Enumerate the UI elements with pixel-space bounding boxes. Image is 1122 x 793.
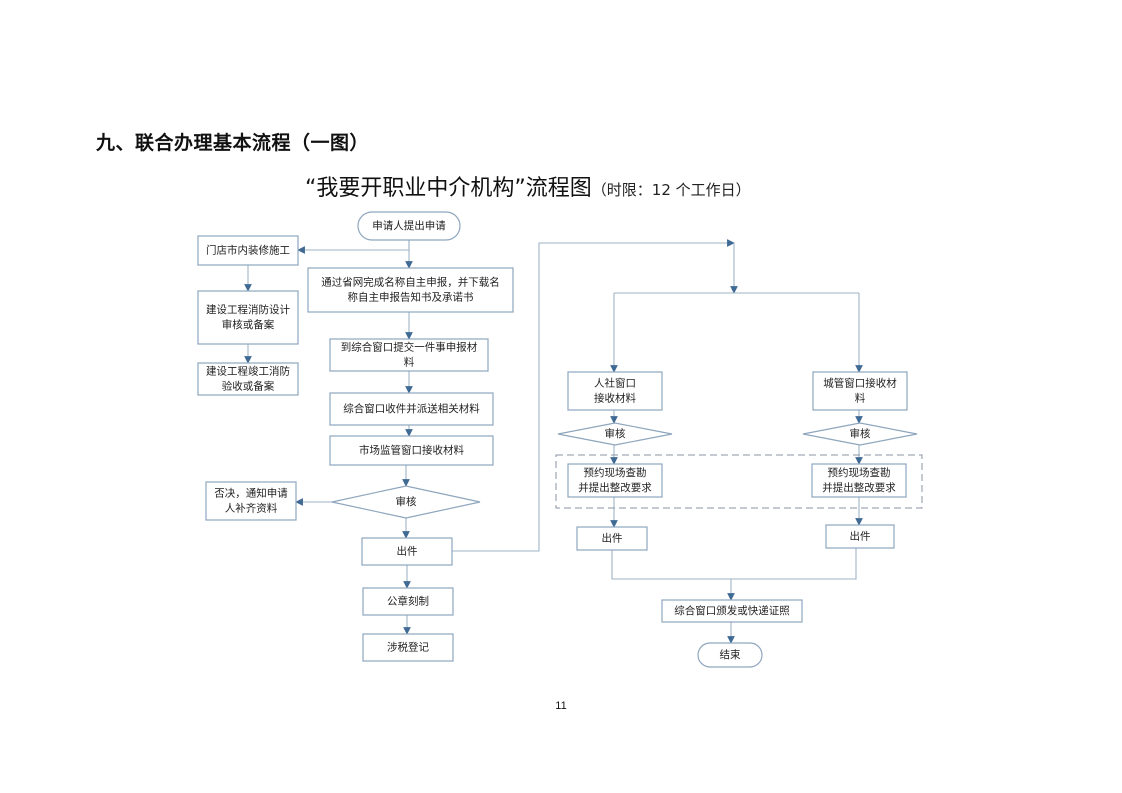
- node-label: 综合窗口颁发或快递证照: [674, 604, 790, 617]
- flow-node-review-main: 审核: [331, 485, 481, 519]
- flow-node-renovation: 门店市内装修施工: [197, 235, 299, 266]
- flowchart-nodes: 申请人提出申请门店市内装修施工建设工程消防设计审核或备案建设工程竣工消防验收或备…: [197, 211, 918, 668]
- terminator-shape: [357, 211, 461, 241]
- process-box: [307, 267, 514, 313]
- process-box: [661, 599, 803, 623]
- process-box: [576, 526, 648, 551]
- node-label: 结束: [720, 648, 741, 661]
- process-box: [197, 290, 299, 345]
- flow-node-tax: 涉税登记: [362, 633, 454, 662]
- node-label: 预约现场查勘: [584, 466, 647, 479]
- site-inspection-group: [555, 454, 923, 509]
- flowchart-title-text: “我要开职业中介机构”流程图: [305, 176, 592, 201]
- process-box: [197, 362, 299, 396]
- node-label: 人补齐资料: [225, 502, 278, 515]
- connectors: [244, 239, 863, 644]
- process-box: [812, 371, 908, 411]
- time-limit-note: （时限：12 个工作日）: [591, 181, 751, 199]
- node-label: 审核或备案: [222, 318, 275, 331]
- flow-node-urban-review: 审核: [802, 422, 918, 446]
- process-box: [329, 392, 494, 426]
- node-label: 料: [855, 392, 866, 405]
- process-box: [362, 633, 454, 662]
- connector-hr-issue-to-join: [611, 548, 857, 580]
- node-label: 公章刻制: [387, 595, 429, 608]
- node-label: 出件: [850, 530, 871, 543]
- node-label: 市场监管窗口接收材料: [359, 444, 464, 457]
- process-box: [567, 371, 663, 411]
- decision-diamond: [557, 422, 673, 446]
- flow-node-hr-issue: 出件: [576, 526, 648, 551]
- terminator-shape: [697, 642, 763, 668]
- node-label: 到综合窗口提交一件事申报材: [341, 341, 478, 354]
- process-box: [329, 435, 494, 466]
- process-box: [329, 338, 489, 372]
- flow-node-seal: 公章刻制: [362, 587, 454, 616]
- flow-node-deliver: 综合窗口颁发或快递证照: [661, 599, 803, 623]
- node-label: 预约现场查勘: [828, 466, 891, 479]
- node-label: 审核: [605, 427, 626, 440]
- process-box: [567, 463, 663, 498]
- process-box: [362, 587, 454, 616]
- node-label: 建设工程竣工消防: [206, 365, 290, 378]
- node-label: 审核: [396, 495, 417, 508]
- flow-node-market-receive: 市场监管窗口接收材料: [329, 435, 494, 466]
- flow-node-issue-main: 出件: [361, 537, 453, 566]
- process-box: [811, 463, 907, 498]
- node-label: 申请人提出申请: [372, 219, 446, 232]
- flow-node-start: 申请人提出申请: [357, 211, 461, 241]
- node-label: 接收材料: [594, 392, 636, 405]
- process-box: [361, 537, 453, 566]
- node-label: 称自主申报告知书及承诺书: [348, 291, 474, 304]
- node-label: 出件: [602, 532, 623, 545]
- node-label: 并提出整改要求: [822, 481, 896, 494]
- flow-node-hr-review: 审核: [557, 422, 673, 446]
- node-label: 城管窗口接收材: [823, 377, 897, 390]
- node-label: 人社窗口: [594, 377, 636, 390]
- flow-node-urban-issue: 出件: [825, 524, 895, 549]
- connector-issue-to-branch-top: [452, 239, 735, 552]
- node-label: 审核: [850, 427, 871, 440]
- flowchart-title: “我要开职业中介机构”流程图（时限：12 个工作日）: [305, 170, 751, 202]
- process-box: [205, 481, 297, 521]
- page-number: 11: [555, 700, 567, 712]
- node-label: 验收或备案: [222, 380, 275, 393]
- flow-node-dispatch: 综合窗口收件并派送相关材料: [329, 392, 494, 426]
- node-label: 通过省网完成名称自主申报，并下载名: [321, 276, 500, 289]
- connector-start-to-renovation: [297, 240, 410, 254]
- decision-diamond: [331, 485, 481, 519]
- process-box: [197, 235, 299, 266]
- section-heading: 九、联合办理基本流程（一图）: [96, 132, 370, 154]
- node-label: 并提出整改要求: [578, 481, 652, 494]
- flow-node-end: 结束: [697, 642, 763, 668]
- decision-diamond: [802, 422, 918, 446]
- process-box: [825, 524, 895, 549]
- node-label: 涉税登记: [387, 641, 429, 654]
- node-label: 门店市内装修施工: [206, 244, 290, 257]
- node-label: 出件: [397, 545, 418, 558]
- node-label: 料: [404, 356, 415, 369]
- node-label: 建设工程消防设计: [206, 303, 290, 316]
- node-label: 否决，通知申请: [214, 487, 288, 500]
- node-label: 综合窗口收件并派送相关材料: [343, 402, 480, 415]
